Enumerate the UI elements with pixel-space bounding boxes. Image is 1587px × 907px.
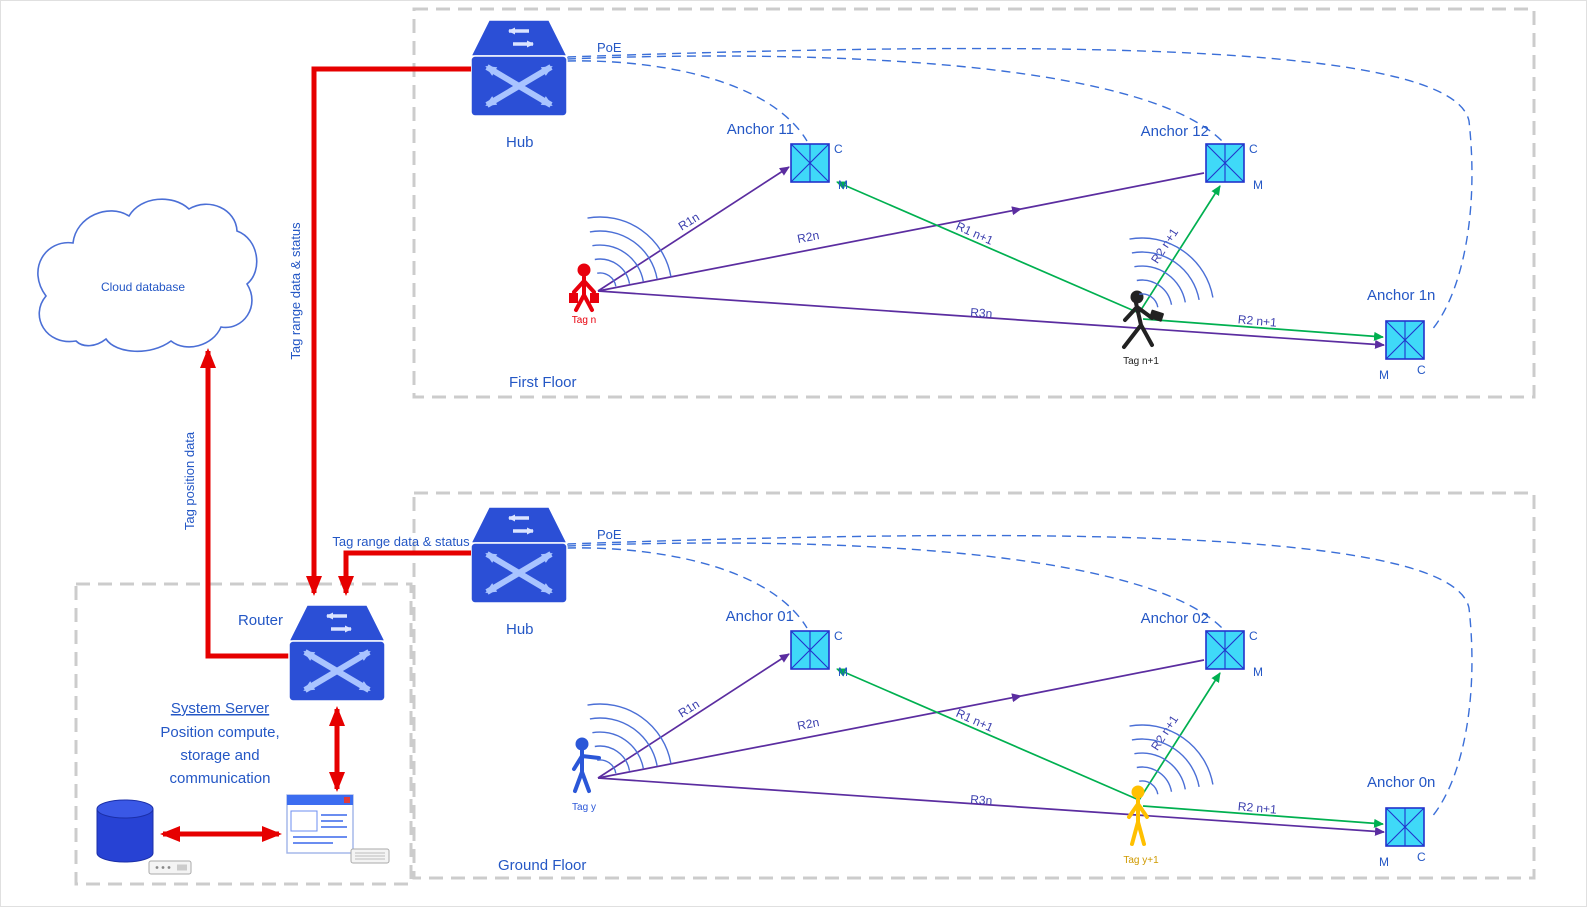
range-label-r2: R2n bbox=[796, 715, 820, 733]
port-c-label: C bbox=[1249, 142, 1258, 156]
range-line-r3n bbox=[597, 290, 1385, 349]
anchor-1n-label: Anchor 1n bbox=[1367, 287, 1435, 304]
poe-link-line bbox=[566, 542, 1223, 629]
first-floor-label: First Floor bbox=[509, 374, 577, 391]
hub-label: Hub bbox=[506, 134, 534, 151]
hub-icon bbox=[471, 20, 567, 116]
tag-person-icon bbox=[1127, 785, 1149, 846]
poe-link-line bbox=[566, 55, 1223, 142]
tag-y1-label: Tag y+1 bbox=[1123, 855, 1159, 866]
anchor-icon bbox=[1205, 630, 1245, 670]
keyboard-icon bbox=[350, 848, 390, 864]
port-c-label: C bbox=[1249, 629, 1258, 643]
range-line-r1n bbox=[597, 653, 790, 779]
range-line-r3n1 bbox=[1142, 318, 1384, 341]
anchor-0n-label: Anchor 0n bbox=[1367, 774, 1435, 791]
range-label-r1: R1n bbox=[676, 210, 702, 234]
first-floor-boundary bbox=[412, 7, 1536, 399]
cloud-label: Cloud database bbox=[101, 280, 185, 294]
flow-label-tag-range-ground: Tag range data & status bbox=[332, 534, 470, 549]
range-line-r2n1 bbox=[1138, 185, 1221, 314]
poe-link-line bbox=[566, 534, 1473, 819]
server-desc-line1: Position compute, bbox=[160, 724, 279, 741]
range-line-r2n bbox=[597, 693, 1022, 779]
tag-n-label: Tag n bbox=[572, 315, 596, 326]
port-m-label: M bbox=[1379, 368, 1389, 382]
tag-person-icon bbox=[572, 737, 601, 793]
system-server-title: System Server bbox=[171, 700, 269, 717]
first-floor-group: PoE R1n R2n R3n R1 n+1 R2 n+1 R2 n+1 Hub… bbox=[471, 20, 1473, 391]
poe-link-line bbox=[566, 47, 1473, 332]
database-icon bbox=[96, 799, 154, 863]
range-label-r1: R1n bbox=[676, 697, 702, 721]
flow-label-tag-position: Tag position data bbox=[182, 431, 197, 530]
anchor-icon bbox=[1385, 807, 1425, 847]
tag-y-label: Tag y bbox=[572, 802, 596, 813]
tag-n1-label: Tag n+1 bbox=[1123, 356, 1159, 367]
anchor-12-label: Anchor 12 bbox=[1141, 123, 1209, 140]
range-line-r2n bbox=[597, 206, 1022, 292]
port-c-label: C bbox=[1417, 363, 1426, 377]
power-strip-icon bbox=[148, 860, 192, 875]
server-desc-line2: storage and bbox=[180, 747, 259, 764]
range-label-g1: R1 n+1 bbox=[954, 219, 996, 248]
port-m-label: M bbox=[1253, 665, 1263, 679]
poe-link-line bbox=[566, 60, 808, 142]
flow-label-tag-range-first: Tag range data & status bbox=[288, 222, 303, 360]
flow-arrow-router-to-cloud bbox=[200, 348, 289, 659]
range-line-r2n-tail bbox=[1020, 659, 1205, 697]
anchor-icon bbox=[1205, 143, 1245, 183]
port-c-label: C bbox=[1417, 850, 1426, 864]
system-server-boundary bbox=[74, 582, 413, 886]
cloud-icon bbox=[37, 198, 258, 353]
range-line-r3n1 bbox=[1142, 805, 1384, 828]
range-line-r1n bbox=[597, 166, 790, 292]
anchor-11-label: Anchor 11 bbox=[727, 121, 794, 138]
tag-person-icon bbox=[569, 263, 599, 312]
server-desc-line3: communication bbox=[170, 770, 271, 787]
ground-floor-boundary bbox=[412, 491, 1536, 880]
anchor-icon bbox=[1385, 320, 1425, 360]
router-icon bbox=[289, 605, 385, 701]
monitor-icon bbox=[286, 794, 354, 854]
range-label-r3: R3n bbox=[970, 305, 993, 321]
poe-link-line bbox=[566, 547, 808, 629]
flow-arrow-hub1-to-router bbox=[306, 66, 471, 596]
range-line-r1n1 bbox=[836, 668, 1140, 801]
port-m-label: M bbox=[1253, 178, 1263, 192]
port-m-label: M bbox=[838, 665, 848, 679]
ground-floor-group: PoE R1n R2n R3n R1 n+1 R2 n+1 R2 n+1 Hub… bbox=[471, 507, 1473, 874]
hub-label: Hub bbox=[506, 621, 534, 638]
flow-arrow-hub2-to-router bbox=[338, 550, 471, 596]
range-line-r2n-tail bbox=[1020, 172, 1205, 210]
ground-floor-label: Ground Floor bbox=[498, 857, 586, 874]
range-label-g2: R2 n+1 bbox=[1148, 712, 1181, 753]
tag-person-icon bbox=[1122, 290, 1164, 349]
anchor-01-label: Anchor 01 bbox=[726, 608, 794, 625]
anchor-icon bbox=[790, 143, 830, 183]
poe-label: PoE bbox=[597, 527, 622, 542]
range-label-r2: R2n bbox=[796, 228, 820, 246]
router-label: Router bbox=[238, 612, 283, 629]
range-label-g3: R2 n+1 bbox=[1237, 799, 1277, 816]
range-label-g1: R1 n+1 bbox=[954, 706, 996, 735]
anchor-icon bbox=[790, 630, 830, 670]
range-label-g3: R2 n+1 bbox=[1237, 312, 1277, 329]
port-m-label: M bbox=[1379, 855, 1389, 869]
poe-label: PoE bbox=[597, 40, 622, 55]
range-label-r3: R3n bbox=[970, 792, 993, 808]
port-c-label: C bbox=[834, 142, 843, 156]
range-line-r3n bbox=[597, 777, 1385, 836]
range-label-g2: R2 n+1 bbox=[1148, 225, 1181, 266]
anchor-02-label: Anchor 02 bbox=[1141, 610, 1209, 627]
range-line-r2n1 bbox=[1138, 672, 1221, 801]
hub-icon bbox=[471, 507, 567, 603]
port-c-label: C bbox=[834, 629, 843, 643]
port-m-label: M bbox=[838, 178, 848, 192]
range-line-r1n1 bbox=[836, 181, 1140, 314]
